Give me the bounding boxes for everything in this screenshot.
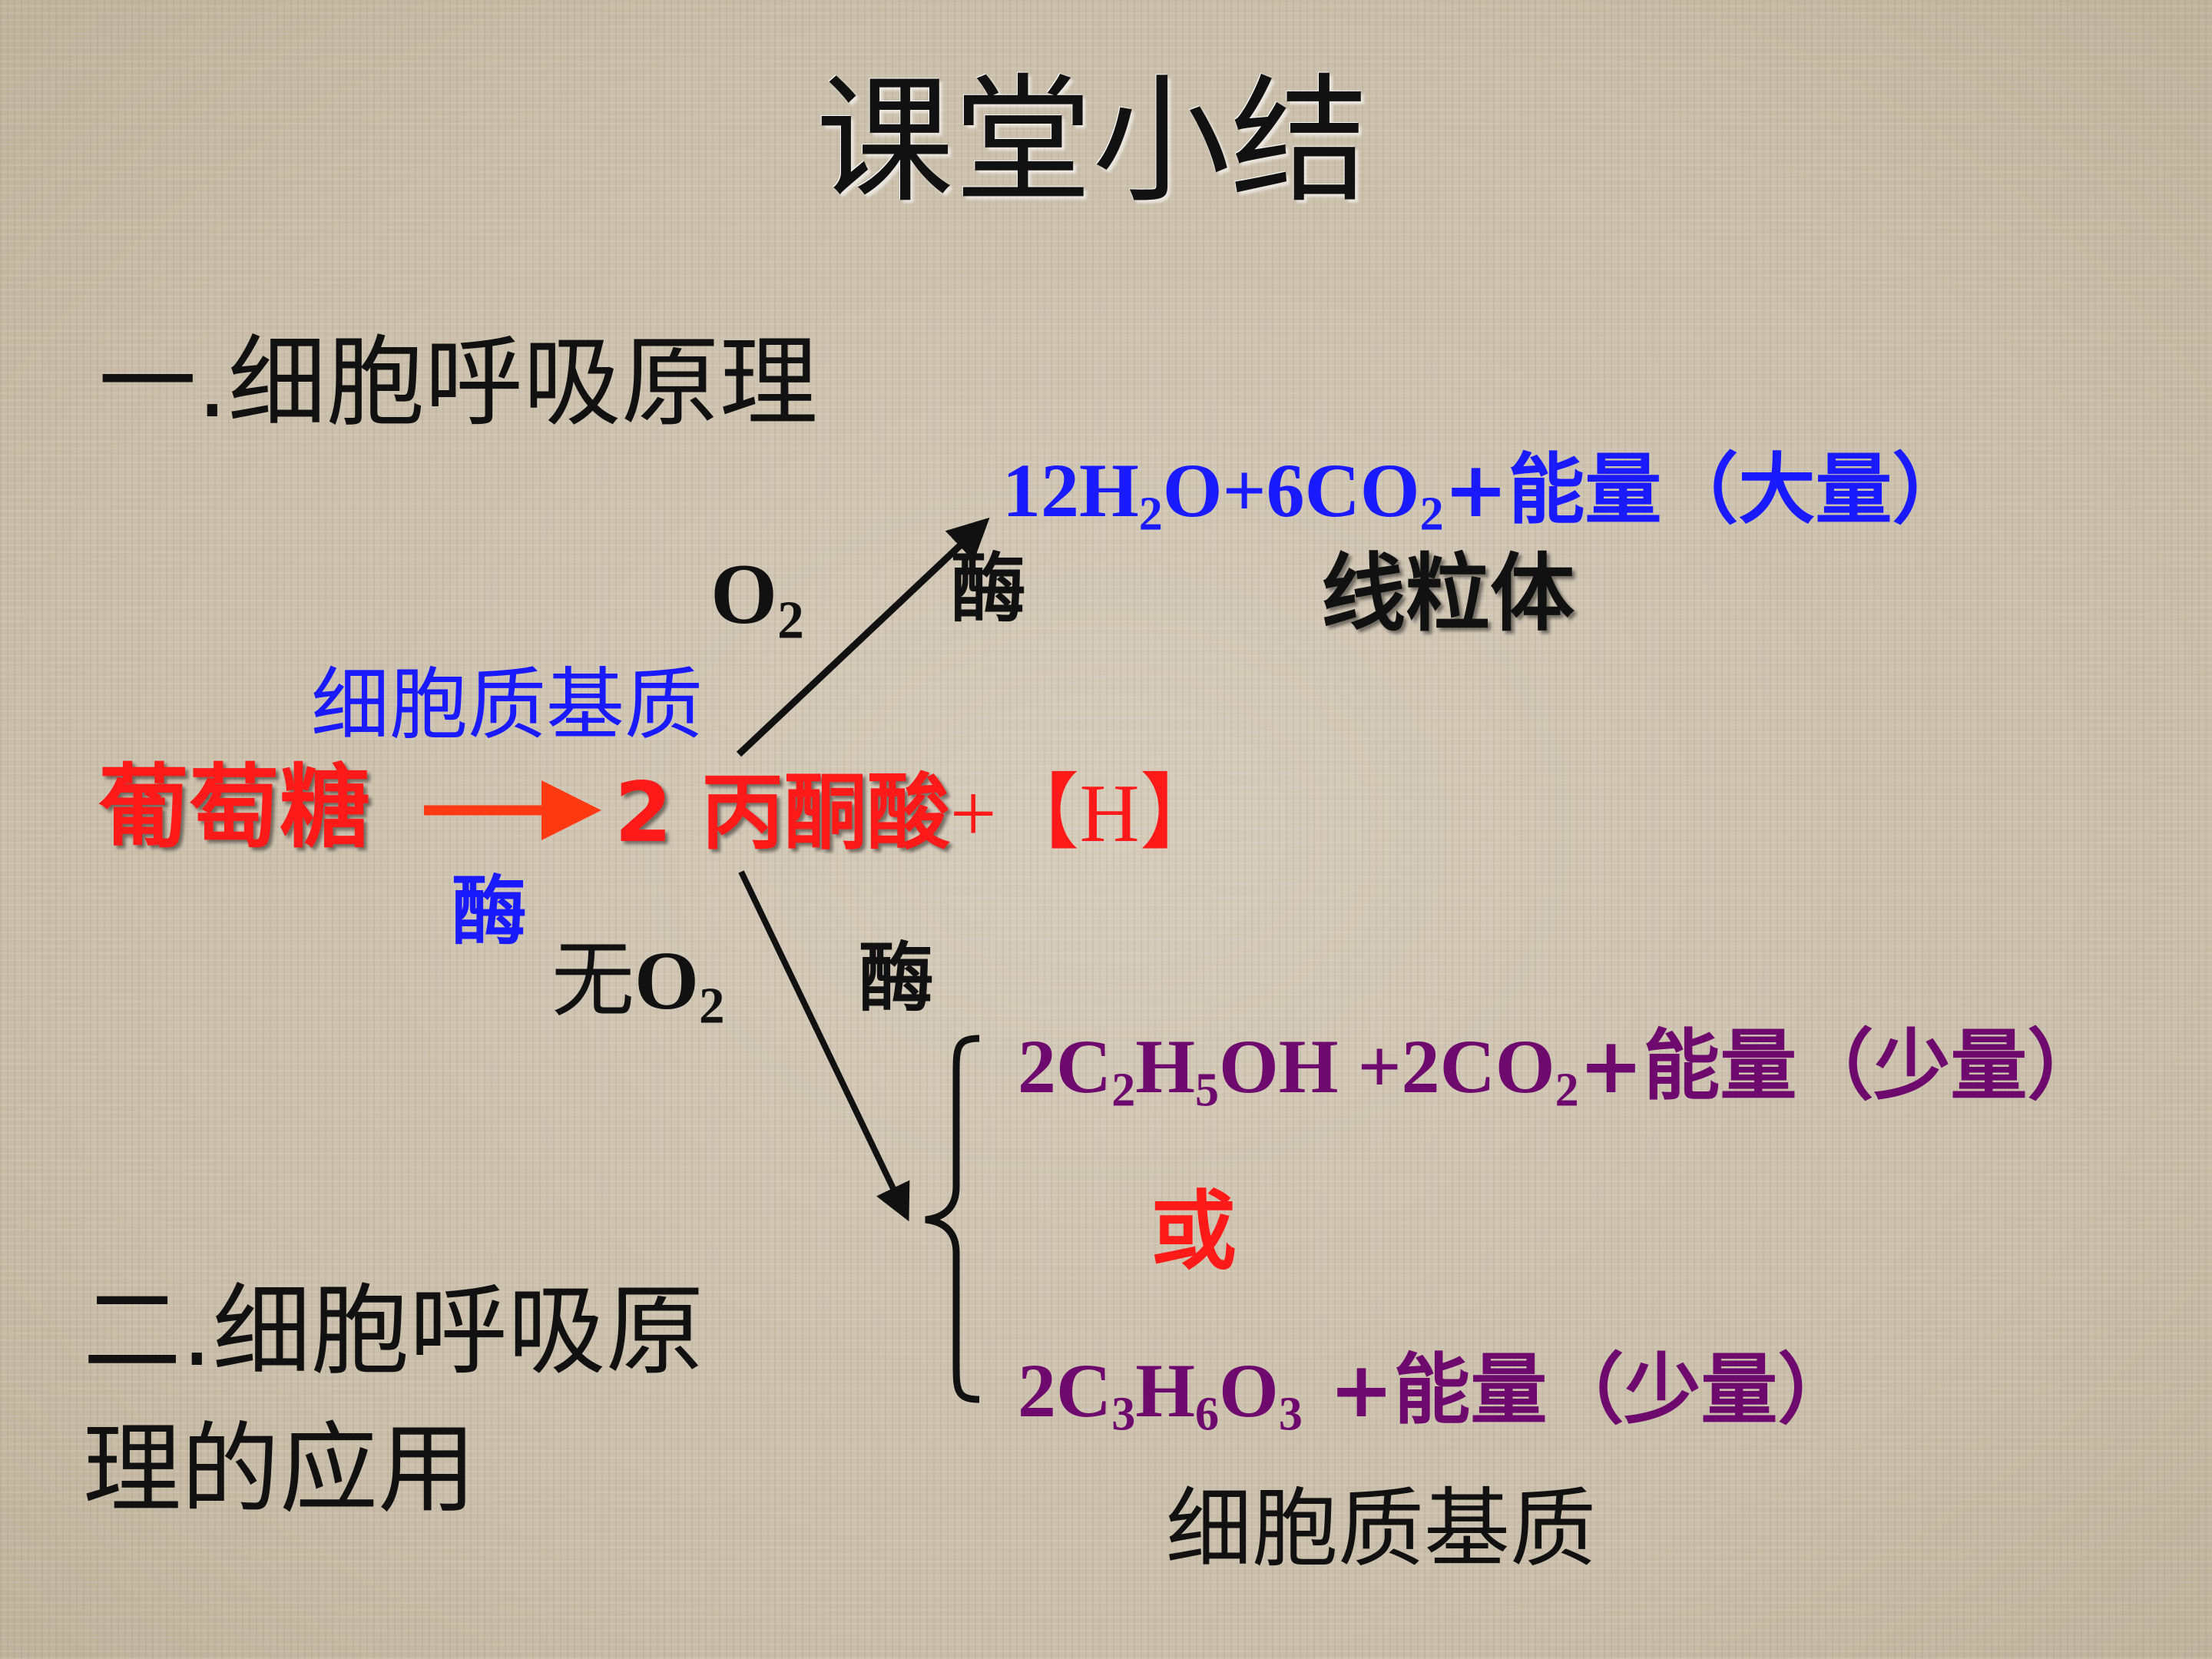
- aerobic-arrow: [736, 517, 990, 757]
- glucose-label: 葡萄糖: [98, 754, 371, 860]
- aerobic-part-3: +能量（大量）: [1443, 445, 1969, 535]
- no-oxygen-symbol: O: [634, 935, 700, 1027]
- alcohol-part-2: H: [1135, 1024, 1196, 1109]
- no-oxygen-label: 无O2: [551, 939, 725, 1032]
- lactic-part-3: O: [1219, 1348, 1279, 1433]
- section-heading-principle: 一.细胞呼吸原理: [98, 326, 818, 440]
- alcohol-sub-2: 5: [1195, 1064, 1220, 1117]
- aerobic-sub-2: 2: [1419, 488, 1444, 541]
- aerobic-sub-1: 2: [1138, 488, 1163, 541]
- cytoplasm-matrix-label-top: 细胞质基质: [311, 660, 703, 751]
- mitochondria-label: 线粒体: [1321, 545, 1575, 643]
- lactic-sub-1: 3: [1111, 1388, 1136, 1441]
- product-brace: [925, 1035, 980, 1403]
- lactic-product-formula: 2C3H6O3 +能量（少量）: [1018, 1352, 1854, 1441]
- alcohol-part-1: 2C: [1018, 1024, 1112, 1109]
- aerobic-product-formula: 12H2O+6CO2+能量（大量）: [1002, 452, 1969, 538]
- page-title: 课堂小结: [816, 61, 1369, 222]
- alcohol-sub-1: 2: [1111, 1064, 1136, 1117]
- alcohol-part-3: OH +2CO: [1219, 1024, 1555, 1109]
- enzyme-aerobic-label: 酶: [951, 545, 1027, 633]
- plus-sign: +: [949, 768, 997, 859]
- no-oxygen-prefix: 无: [551, 932, 635, 1028]
- oxygen-label: O2: [710, 551, 804, 647]
- alcohol-product-formula: 2C2H5OH +2CO2+能量（少量）: [1018, 1028, 2104, 1114]
- lactic-part-1: 2C: [1018, 1348, 1112, 1433]
- lactic-part-4: +能量（少量）: [1302, 1345, 1855, 1435]
- pyruvate-label: 2 丙酮酸: [614, 765, 950, 861]
- alcohol-part-4: +能量（少量）: [1578, 1021, 2104, 1111]
- alcohol-sub-3: 2: [1555, 1064, 1579, 1117]
- aerobic-part-1: 12H: [1002, 448, 1139, 533]
- enzyme-glycolysis-label: 酶: [452, 868, 528, 955]
- section-heading-application-line1: 二.细胞呼吸原: [83, 1274, 704, 1389]
- pyruvate-line: 2 丙酮酸+【H】: [614, 772, 1223, 856]
- oxygen-subscript: 2: [777, 591, 804, 651]
- hydrogen-label: 【H】: [996, 768, 1223, 859]
- no-oxygen-subscript: 2: [699, 977, 725, 1035]
- enzyme-anaerobic-label: 酶: [859, 935, 935, 1022]
- lactic-sub-3: 3: [1278, 1388, 1303, 1441]
- aerobic-part-2: O+6CO: [1162, 448, 1420, 533]
- lactic-part-2: H: [1135, 1348, 1196, 1433]
- oxygen-symbol: O: [710, 547, 778, 642]
- section-heading-application-line2: 理的应用: [83, 1412, 477, 1527]
- anaerobic-arrow: [738, 870, 910, 1222]
- or-label: 或: [1151, 1182, 1237, 1282]
- cytoplasm-matrix-label-bottom: 细胞质基质: [1166, 1479, 1596, 1579]
- lactic-sub-2: 6: [1195, 1388, 1220, 1441]
